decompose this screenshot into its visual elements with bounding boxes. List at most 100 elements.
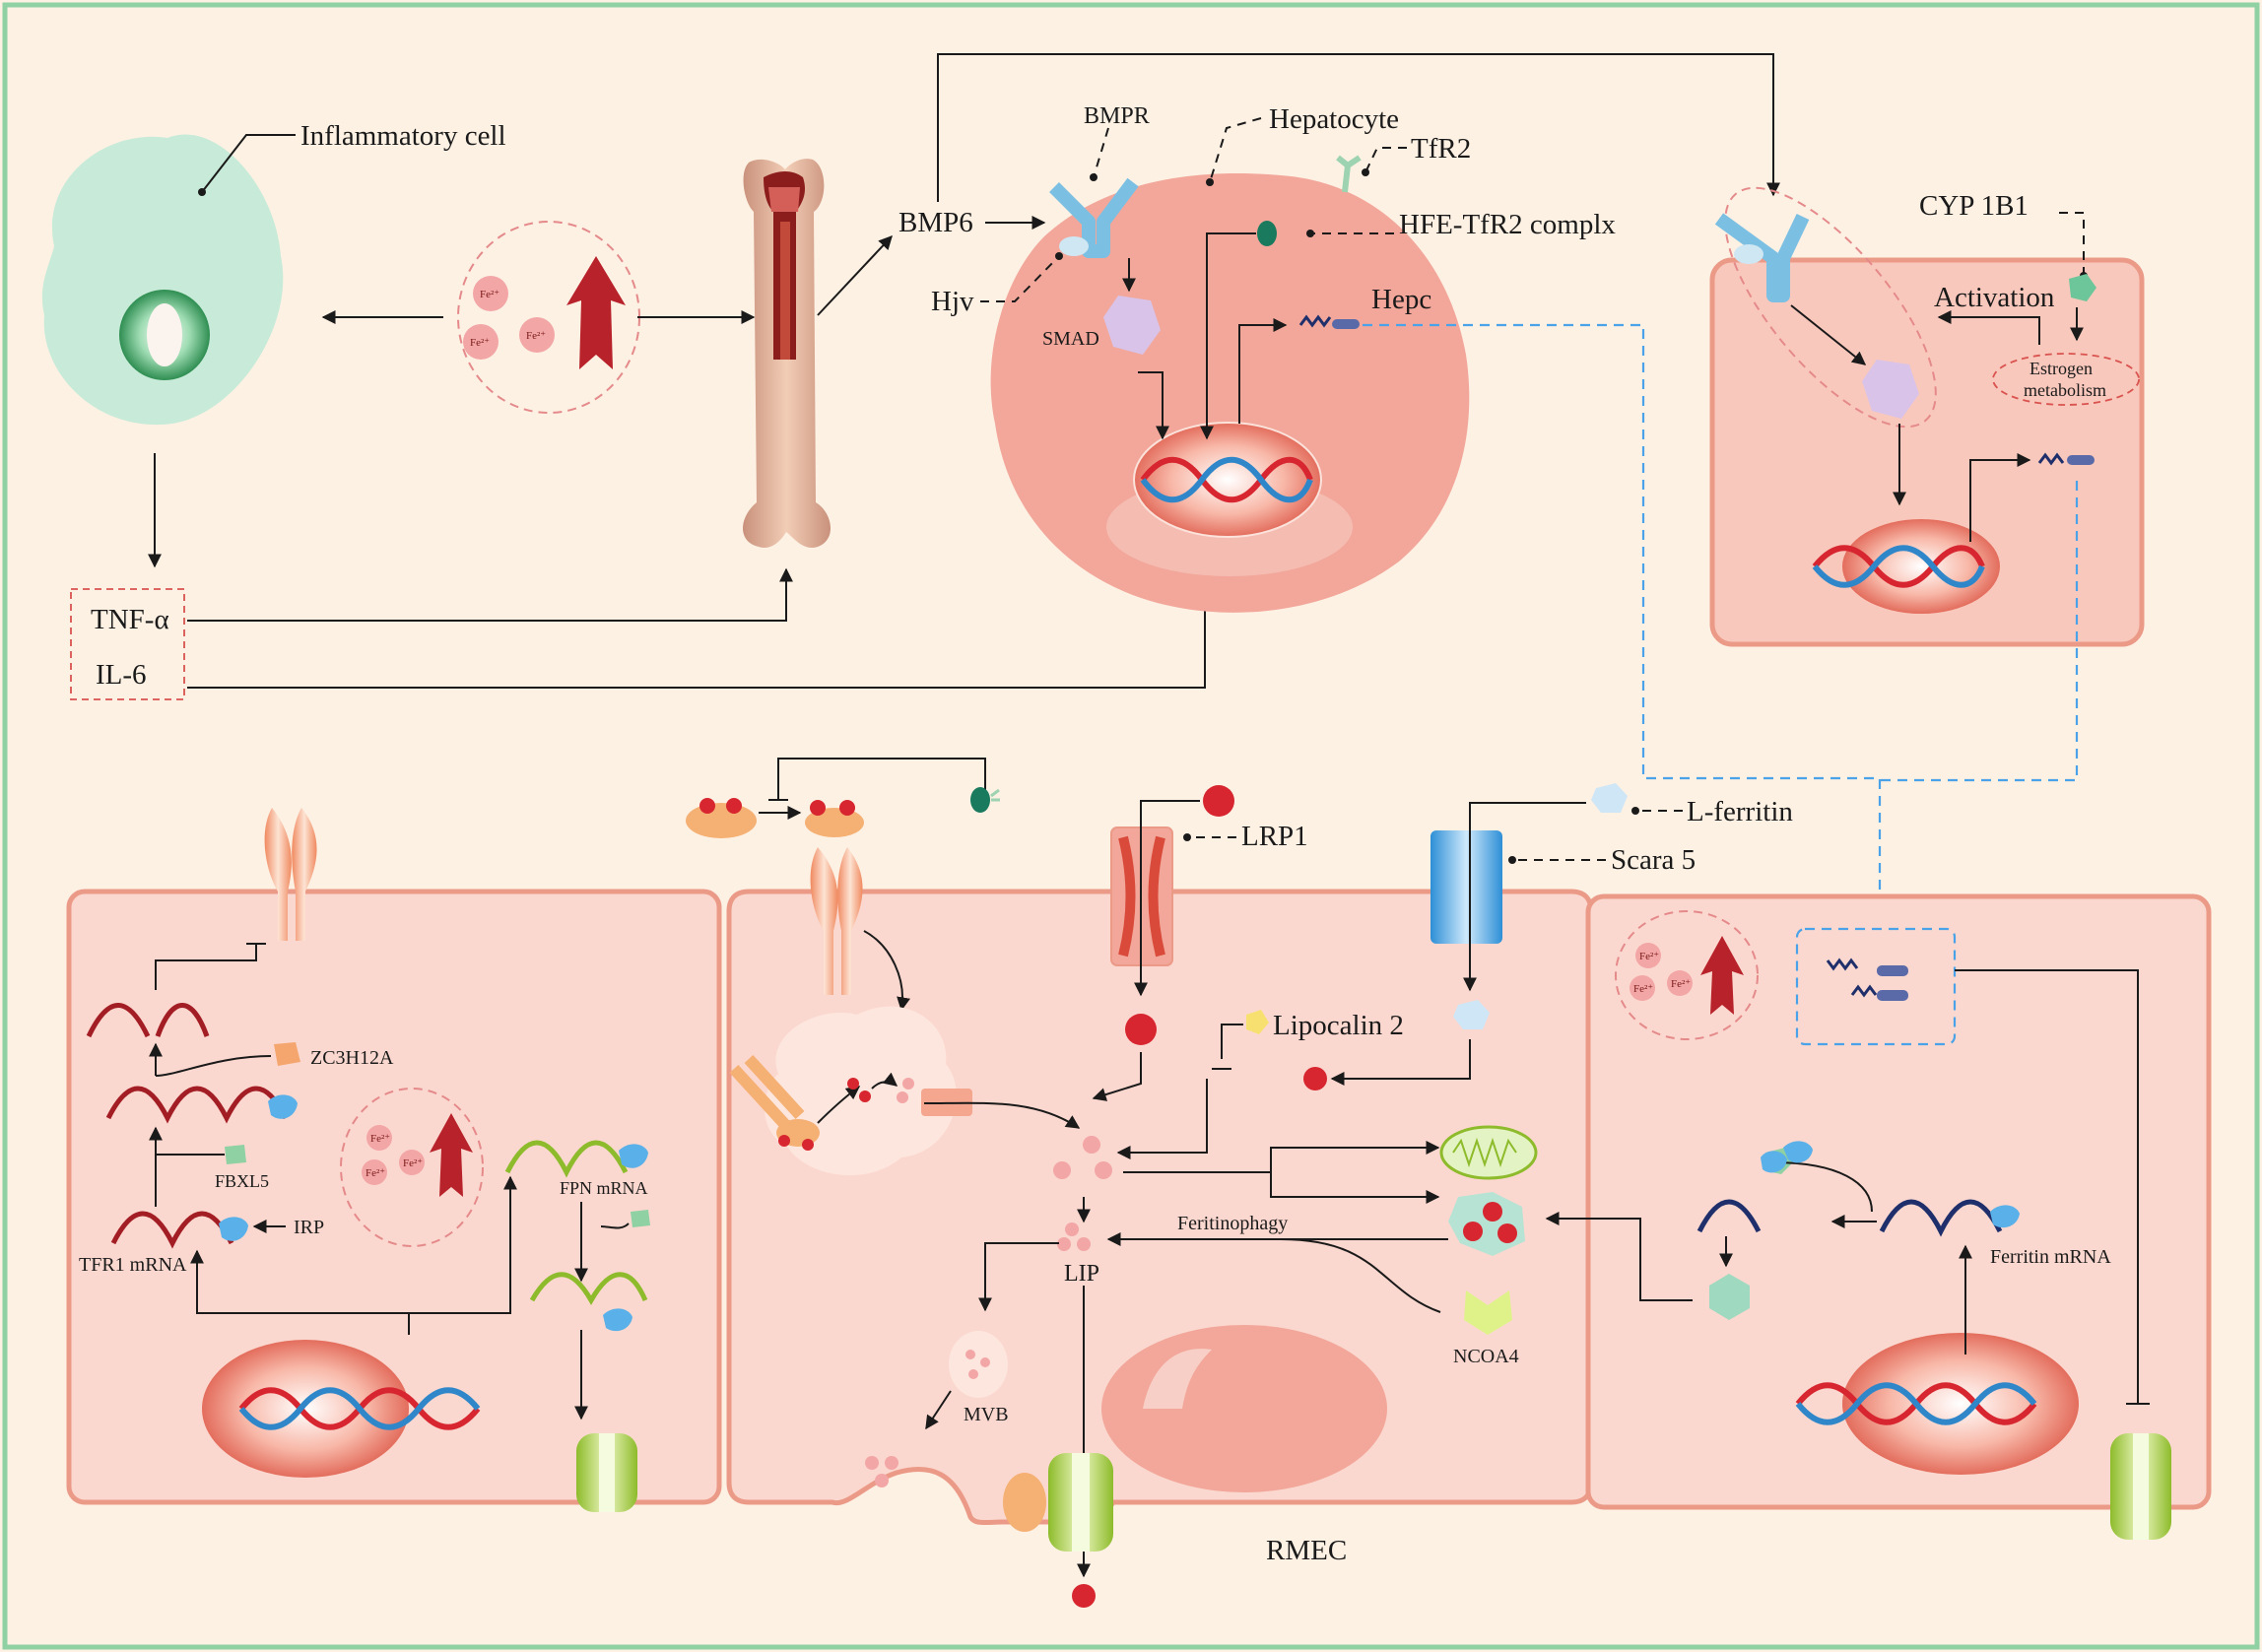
ferritin-iron-icon xyxy=(1448,1192,1525,1256)
l-ferritin-label: L-ferritin xyxy=(1687,796,1793,827)
svg-text:Fe²⁺: Fe²⁺ xyxy=(1633,983,1653,995)
inhibit-tfr1-line xyxy=(155,944,257,990)
irp-release-icon xyxy=(631,1210,650,1227)
bone-icon xyxy=(743,159,831,549)
ferritin-to-storage-arrow xyxy=(1545,1212,1693,1301)
estrogen-label: Estrogen xyxy=(2029,359,2093,378)
bmpr-receptor-right-icon xyxy=(1714,213,1810,302)
dna-right-bottom-icon xyxy=(1795,1382,2037,1425)
endocytosis-arrow xyxy=(863,930,910,1012)
activation-label: Activation xyxy=(1934,282,2055,313)
tfr1-mrna-icon xyxy=(110,1211,234,1249)
hepcidin-icon xyxy=(1298,314,1360,329)
fbxl5-label: FBXL5 xyxy=(215,1171,269,1191)
dna-icon xyxy=(1140,456,1313,503)
l-ferritin-release-arrow xyxy=(1330,1039,1471,1086)
svg-text:Fe²⁺: Fe²⁺ xyxy=(1639,951,1659,962)
ncoa4-connector xyxy=(1280,1238,1441,1313)
svg-text:Fe²⁺: Fe²⁺ xyxy=(470,337,490,349)
irp-bound-icon xyxy=(268,1094,298,1119)
tnf-label: TNF-α xyxy=(91,604,169,635)
hfe-to-nucleus-arrow xyxy=(1200,232,1256,440)
tfr2-icon xyxy=(1336,155,1362,193)
lrp1-uptake-arrow xyxy=(1134,800,1200,997)
bmp6-label: BMP6 xyxy=(898,207,973,238)
lipocalin-inhibit-line xyxy=(1221,1024,1243,1059)
iron-pool-lip xyxy=(1057,1222,1091,1251)
left-nucleus xyxy=(202,1340,409,1478)
mvb-vesicle xyxy=(949,1331,1008,1398)
tfr1-bound-icon xyxy=(805,800,864,995)
mitochondria-icon xyxy=(1439,1125,1538,1180)
dna-left-icon xyxy=(238,1387,481,1430)
cyp1b1-label: CYP 1B1 xyxy=(1919,190,2029,222)
transferrin-fe-icon xyxy=(686,798,757,838)
lipocalin2-label: Lipocalin 2 xyxy=(1273,1010,1404,1041)
svg-text:Fe²⁺: Fe²⁺ xyxy=(403,1157,423,1169)
svg-text:Fe²⁺: Fe²⁺ xyxy=(366,1167,385,1179)
hepatocyte-label: Hepatocyte xyxy=(1269,103,1399,135)
nucleus-to-fpn-arrow xyxy=(409,1175,517,1314)
estrogen-metabolism-outline xyxy=(1992,353,2140,406)
inflammatory-cell-label: Inflammatory cell xyxy=(300,120,506,152)
left-bottom-cell xyxy=(66,889,722,1505)
bmpr-receptor-icon xyxy=(1049,177,1139,258)
fe-to-lip-arrow xyxy=(1116,1079,1208,1159)
hepcidin-group-icon xyxy=(1826,958,1908,1001)
irp-ferritin-mrna-icon xyxy=(1990,1205,2020,1228)
ceruloplasmin-icon xyxy=(1003,1473,1046,1532)
fpn-mrna-free-icon xyxy=(529,1272,648,1306)
scara5-receptor-icon xyxy=(1430,830,1502,944)
lipocalin-internal-icon xyxy=(1125,1014,1157,1045)
ferroportin-middle-icon xyxy=(1048,1453,1113,1552)
tfr2-pointer xyxy=(1362,147,1407,176)
lrp1-to-lip-arrow xyxy=(1092,1052,1142,1101)
irp-icon xyxy=(219,1217,248,1241)
hfe-tfr2-complex-icon xyxy=(1257,221,1277,246)
hepcidin-right-icon xyxy=(2037,452,2095,466)
fbxl5-icon xyxy=(225,1145,246,1164)
bmpr-pointer xyxy=(1090,127,1109,181)
svg-text:Fe²⁺: Fe²⁺ xyxy=(526,330,546,342)
irp-label: IRP xyxy=(294,1217,324,1238)
fe-release-arrow xyxy=(817,1086,861,1124)
nucleus-to-hepc-arrow xyxy=(1238,318,1288,424)
inflammatory-cell xyxy=(41,134,284,426)
irp-released-connector xyxy=(1772,1161,1873,1213)
zc3h12a-connector xyxy=(155,1055,272,1077)
smad-to-nucleus-arrow xyxy=(1138,371,1169,440)
irp-release-connector xyxy=(600,1222,630,1229)
right-nucleus xyxy=(1842,519,2000,614)
irp-fpn-icon xyxy=(619,1144,648,1168)
ncoa4-label: NCOA4 xyxy=(1453,1346,1519,1367)
svg-text:Fe²⁺: Fe²⁺ xyxy=(1671,978,1691,990)
metabolism-label: metabolism xyxy=(2024,380,2106,400)
ferroportin-right-icon xyxy=(2110,1433,2171,1540)
rmec-nucleus-highlight xyxy=(1143,1349,1212,1409)
zc3h12a-icon xyxy=(274,1042,300,1066)
hepcidin-box xyxy=(1795,927,1957,1046)
iron-pool-upper xyxy=(1053,1136,1112,1179)
tfr2-label: TfR2 xyxy=(1411,133,1471,165)
hepatocyte-cell xyxy=(990,172,1470,613)
activation-arrow xyxy=(1937,310,2040,345)
smad-label: SMAD xyxy=(1042,328,1099,350)
mvb-exocytosis-arrow xyxy=(925,1390,952,1430)
lipocalin-fe-icon xyxy=(1203,785,1234,817)
scara5-uptake-arrow xyxy=(1463,802,1586,992)
zc3h12a-label: ZC3H12A xyxy=(310,1047,394,1069)
inflammatory-cell-pointer xyxy=(198,134,296,196)
ferroportin-left-icon xyxy=(576,1433,637,1512)
exported-fe-icon xyxy=(1072,1584,1096,1608)
mrna-middle-icon xyxy=(105,1086,289,1124)
tnf-to-bone-arrow xyxy=(187,567,793,622)
smad-icon xyxy=(1103,296,1161,355)
iron-overload-left: Fe²⁺ Fe²⁺ Fe²⁺ xyxy=(340,1088,484,1247)
ferritin-protein-icon xyxy=(1709,1274,1750,1320)
tfr1-receptor-icon xyxy=(264,808,317,941)
nucleus-to-tfr1-arrow xyxy=(190,1249,410,1335)
l-ferritin-internal-icon xyxy=(1453,1000,1490,1029)
right-receptor-to-smad-arrow xyxy=(1790,304,1867,365)
